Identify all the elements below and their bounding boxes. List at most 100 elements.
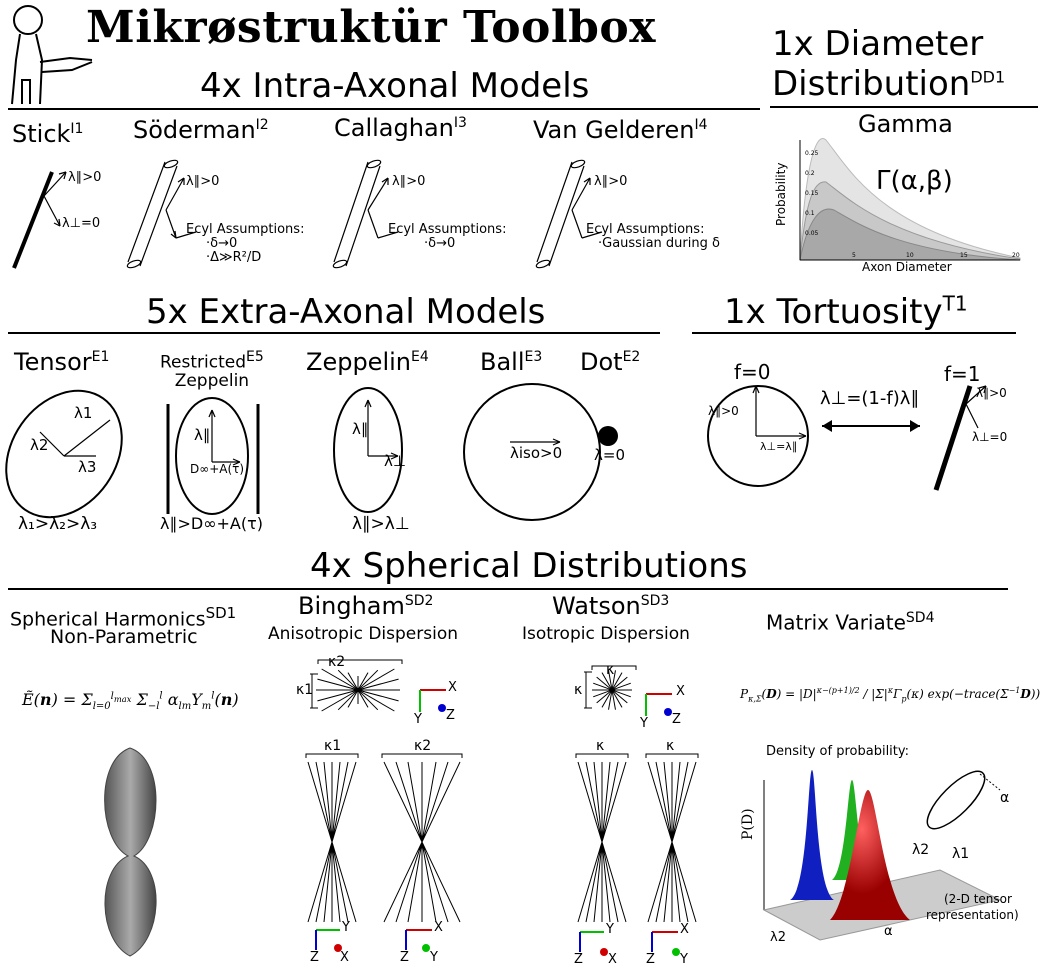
ball-title: BallE3 <box>480 348 543 376</box>
matrix-plot <box>762 770 1002 941</box>
bingham-k2: κ2 <box>328 654 346 670</box>
diameter-rule <box>770 106 1038 108</box>
tensor-l1-label: λ1 <box>74 404 93 422</box>
gamma-tick-x-3: 15 <box>960 252 968 259</box>
dot-shape <box>598 426 618 446</box>
watson-hourglass-1 <box>575 753 629 923</box>
tortuosity-heading: 1x TortuosityT1 <box>724 291 968 332</box>
intra-heading: 4x Intra-Axonal Models <box>200 66 590 106</box>
bh1-axis-y: Y <box>342 920 350 935</box>
wh1-axis-x: X <box>608 952 617 967</box>
dot-label: λ=0 <box>594 446 625 464</box>
mascot-figure <box>11 5 93 105</box>
axis-triads <box>315 689 678 952</box>
diameter-heading-2: DistributionDD1 <box>772 64 1006 104</box>
spherical-heading: 4x Spherical Distributions <box>310 546 748 586</box>
zeppelin-ellipse <box>333 387 403 513</box>
soderman-par-label: λ∥>0 <box>186 174 220 189</box>
watson-title: WatsonSD3 <box>552 592 670 620</box>
spherical-rule <box>8 588 1008 590</box>
zeppelin-title: ZeppelinE4 <box>306 348 429 376</box>
stick-par-label: λ∥>0 <box>68 170 102 185</box>
watson-hg1-k: κ <box>596 738 605 754</box>
matrix-density-label: Density of probability: <box>766 744 910 759</box>
van-gelderen-title: Van GelderenI4 <box>533 116 708 144</box>
van-gelderen-assumptions: Ecyl Assumptions: <box>586 222 705 237</box>
matrix-axis-alpha: α <box>884 924 893 939</box>
rzep-relation: λ∥>D∞+A(τ) <box>160 514 263 533</box>
bingham-subtitle: Anisotropic Dispersion <box>268 624 458 644</box>
zeppelin-par-label: λ∥ <box>352 420 369 438</box>
watson-axis-y: Y <box>640 716 648 731</box>
cylinders <box>126 159 603 269</box>
bh2-axis-x: X <box>434 920 443 935</box>
stick-perp-arrow <box>43 195 61 227</box>
gamma-tick-x-2: 10 <box>906 252 914 259</box>
bingham-hourglass-2 <box>381 753 463 923</box>
callaghan-assumption-1: ·δ→0 <box>424 236 456 251</box>
callaghan-title: CallaghanI3 <box>334 114 467 142</box>
tensor-l2-label: λ2 <box>30 436 49 454</box>
zeppelin-relation: λ∥>λ⊥ <box>352 514 410 534</box>
tortuosity-f1: f=1 <box>944 362 981 386</box>
sh-equation: Ẽ(n) = Σl=0lmax Σ−ll αlmYml(n) <box>22 690 239 713</box>
matrix-note-1: (2-D tensor <box>944 892 1012 906</box>
tortuosity-rule <box>692 332 1016 334</box>
matrix-l1: λ1 <box>952 846 970 862</box>
bh2-axis-y: Y <box>430 950 438 965</box>
matrix-alpha-top: α <box>1000 790 1010 806</box>
stick-par-arrow <box>43 171 67 197</box>
bingham-axis-z: Z <box>446 708 455 723</box>
stick-perp-label: λ⊥=0 <box>62 216 101 231</box>
rzep-perp-label: D∞+A(τ) <box>190 462 245 476</box>
callaghan-assumptions: Ecyl Assumptions: <box>388 222 507 237</box>
matrix-axis-l2: λ2 <box>770 930 786 945</box>
gamma-tick-y-2: 0.2 <box>805 170 815 177</box>
bingham-hourglass-1 <box>305 753 359 923</box>
soderman-assumption-2: ·Δ≫R²/D <box>206 250 262 265</box>
wh1-axis-z: Z <box>574 952 583 967</box>
tortuosity-left-par: λ∥>0 <box>708 404 739 418</box>
gamma-tick-y-3: 0.15 <box>805 190 819 197</box>
bingham-hg2-k: κ2 <box>414 738 432 754</box>
watson-hourglass-2 <box>645 753 699 923</box>
gamma-xlabel: Axon Diameter <box>862 260 952 274</box>
bingham-axis-x: X <box>448 680 457 695</box>
bh1-axis-x: X <box>340 950 349 965</box>
van-gelderen-par-label: λ∥>0 <box>594 174 628 189</box>
gamma-tick-y-1: 0.25 <box>805 150 819 157</box>
tortuosity-right-par: λ∥>0 <box>976 386 1007 400</box>
stick-title: StickI1 <box>12 120 84 148</box>
watson-k-left: κ <box>574 682 583 698</box>
bingham-axis-y: Y <box>414 712 422 727</box>
page-title: Mikrøstruktür Toolbox <box>86 2 656 53</box>
sh-glyph <box>104 747 157 957</box>
rzep-ellipse <box>175 397 249 515</box>
matrix-l2: λ2 <box>912 842 930 858</box>
extra-rule <box>8 332 660 334</box>
matrix-title: Matrix VariateSD4 <box>766 610 935 635</box>
van-gelderen-assumption-1: ·Gaussian during δ <box>598 236 720 251</box>
tensor-title: TensorE1 <box>14 348 110 376</box>
sh-title: Spherical HarmonicsSD1 <box>10 604 237 631</box>
gamma-title: Gamma <box>858 110 953 138</box>
callaghan-par-label: λ∥>0 <box>392 174 426 189</box>
tortuosity-right-perp: λ⊥=0 <box>972 430 1008 444</box>
ball-label: λiso>0 <box>510 444 563 462</box>
gamma-curves <box>799 138 1021 261</box>
soderman-assumptions: Ecyl Assumptions: <box>186 222 305 237</box>
wh2-axis-y: Y <box>680 952 688 967</box>
watson-hg2-k: κ <box>666 738 675 754</box>
matrix-ylabel: P(D) <box>740 808 756 840</box>
soderman-title: SödermanI2 <box>133 116 269 144</box>
tortuosity-circle <box>707 385 809 487</box>
rzep-par-label: λ∥ <box>194 426 211 444</box>
gamma-tick-x-1: 5 <box>852 252 856 259</box>
watson-axis-z: Z <box>672 712 681 727</box>
tensor-ellipse <box>5 389 123 519</box>
